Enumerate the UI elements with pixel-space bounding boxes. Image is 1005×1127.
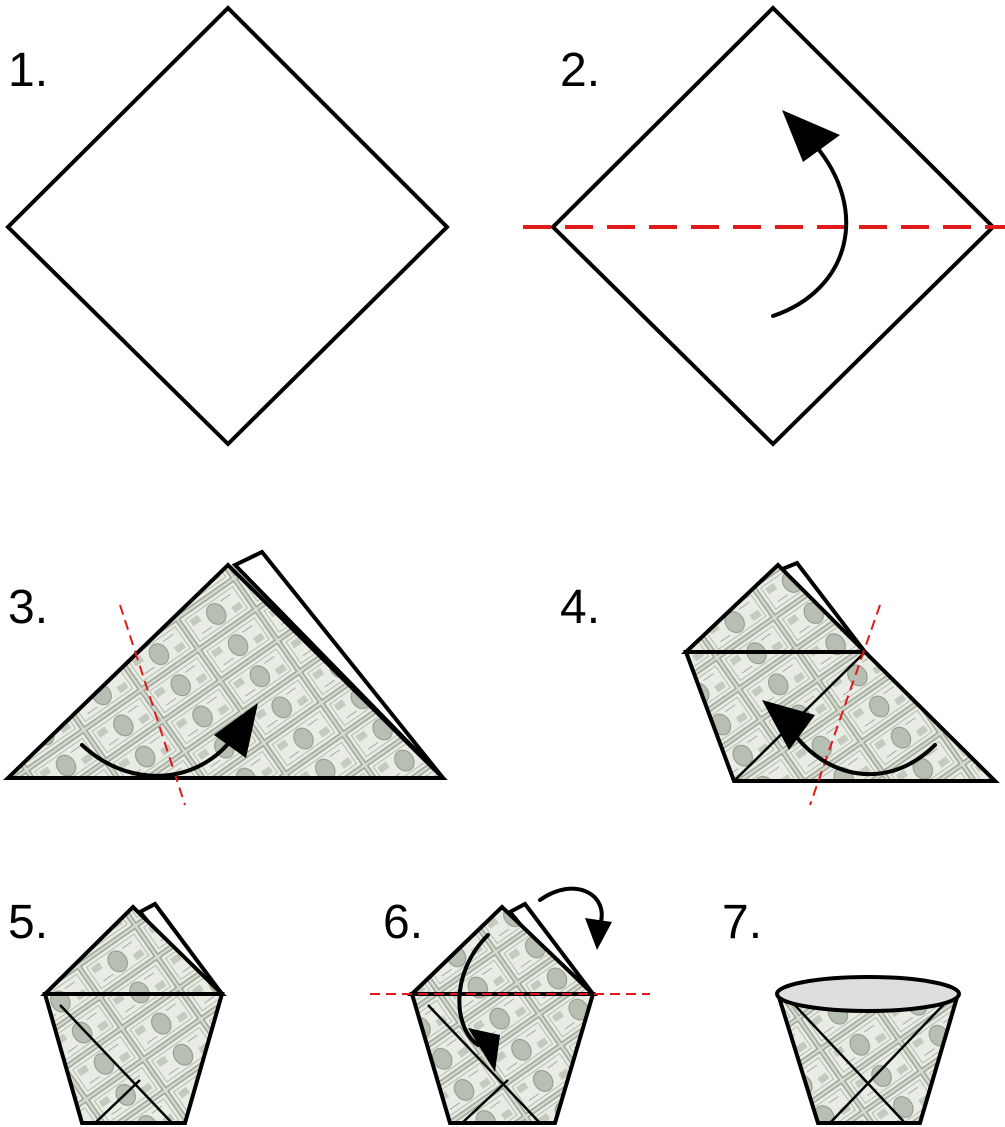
crease-line [829, 999, 949, 1124]
crease-line [789, 999, 906, 1124]
cup-body-banknotes [775, 992, 961, 1125]
step-5: 5. [8, 896, 227, 1125]
square-paper-diamond [550, 5, 996, 447]
crease-line [461, 1079, 509, 1124]
cup-body-banknotes [409, 992, 596, 1125]
diagonal-fold-line [119, 604, 186, 806]
curved-arrow-icon [457, 933, 500, 1072]
curved-arrow-icon [762, 700, 937, 777]
crease-line [59, 1004, 173, 1124]
diagonal-fold-line [809, 604, 881, 806]
step-7: 7. [722, 896, 961, 1125]
cup-body-banknotes [42, 992, 225, 1125]
step-2-number: 2. [560, 44, 600, 97]
top-flap-banknotes [40, 904, 227, 996]
cup-rim-opening [775, 975, 961, 1013]
curved-arrow-icon [771, 110, 849, 318]
crease-line [94, 1079, 141, 1124]
step-6: 6. [370, 886, 650, 1125]
step-1-number: 1. [8, 44, 48, 97]
step-3-number: 3. [8, 581, 48, 634]
step-2: 2. [523, 5, 1005, 447]
crease-line [427, 1004, 541, 1124]
step-4-number: 4. [560, 581, 600, 634]
step-6-number: 6. [383, 896, 423, 949]
square-paper-diamond [5, 5, 450, 447]
step-4: 4. [560, 560, 1000, 806]
curved-arrow-icon [80, 703, 258, 778]
step-1: 1. [5, 5, 450, 447]
top-flap-banknotes [680, 562, 870, 654]
back-layer [231, 549, 445, 780]
step-3: 3. [3, 549, 448, 806]
folded-triangle-banknotes [3, 562, 448, 780]
top-flap-banknotes [407, 904, 598, 996]
curved-arrow-icon [538, 886, 612, 950]
step-5-number: 5. [8, 896, 48, 949]
step-7-number: 7. [722, 896, 762, 949]
